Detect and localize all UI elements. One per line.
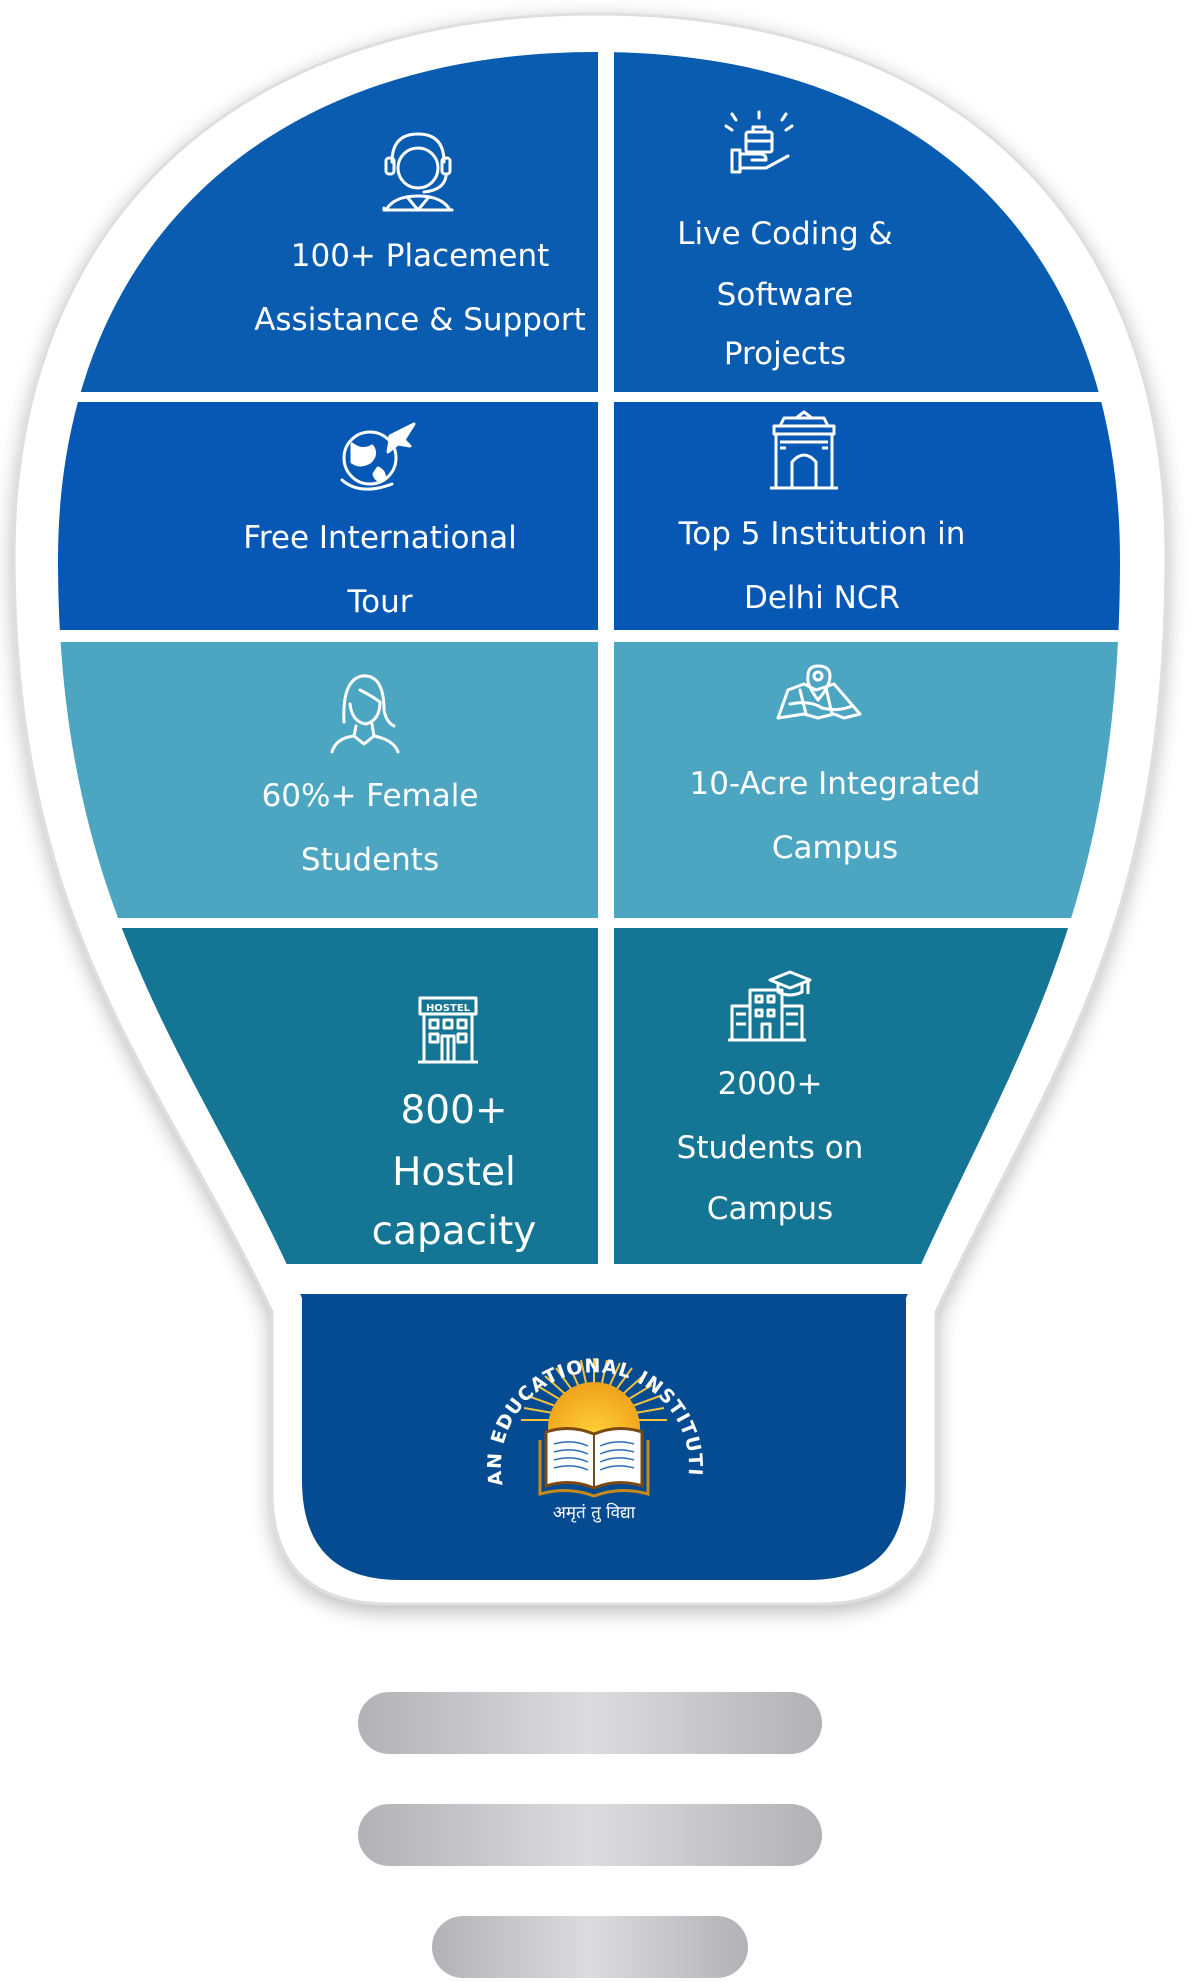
tile-campus-area-text: 10-Acre Integrated Campus	[689, 766, 981, 866]
headset-support-icon	[382, 132, 454, 212]
campus-building-icon	[728, 970, 812, 1042]
tile-female-students-bg	[58, 642, 598, 918]
tile-top-institution-text: Top 5 Institution in Delhi NCR	[678, 516, 966, 616]
bulb-base-bar-2	[358, 1804, 822, 1866]
bulb-base-bar-1	[358, 1692, 822, 1754]
tile-placement-text: 100+ Placement Assistance & Support	[254, 238, 586, 338]
tile-campus-area-bg	[614, 642, 1120, 918]
tile-students-on-campus-text: 2000+ Students on Campus	[676, 1066, 864, 1227]
bulb-base-bar-3	[432, 1916, 748, 1978]
map-pin-icon	[776, 664, 862, 720]
tile-female-students-text: 60%+ Female Students	[261, 778, 479, 878]
globe-airplane-icon	[340, 422, 416, 491]
hand-briefcase-icon	[724, 110, 794, 174]
woman-icon	[330, 674, 400, 754]
tile-hostel-text: 800+ Hostel capacity	[371, 1088, 537, 1254]
hostel-building-icon	[418, 996, 478, 1064]
tile-top-institution-bg	[614, 402, 1120, 630]
hostel-sign-text: HOSTEL	[426, 1003, 471, 1014]
open-book-icon	[538, 1427, 650, 1498]
logo-motto: अमृतं तु विद्या	[553, 1502, 636, 1523]
india-gate-icon	[770, 410, 838, 490]
tile-live-coding-text: Live Coding & Software Projects	[677, 216, 893, 372]
tile-international-tour-text: Free International Tour	[243, 520, 517, 620]
tile-international-tour-bg	[58, 402, 598, 630]
